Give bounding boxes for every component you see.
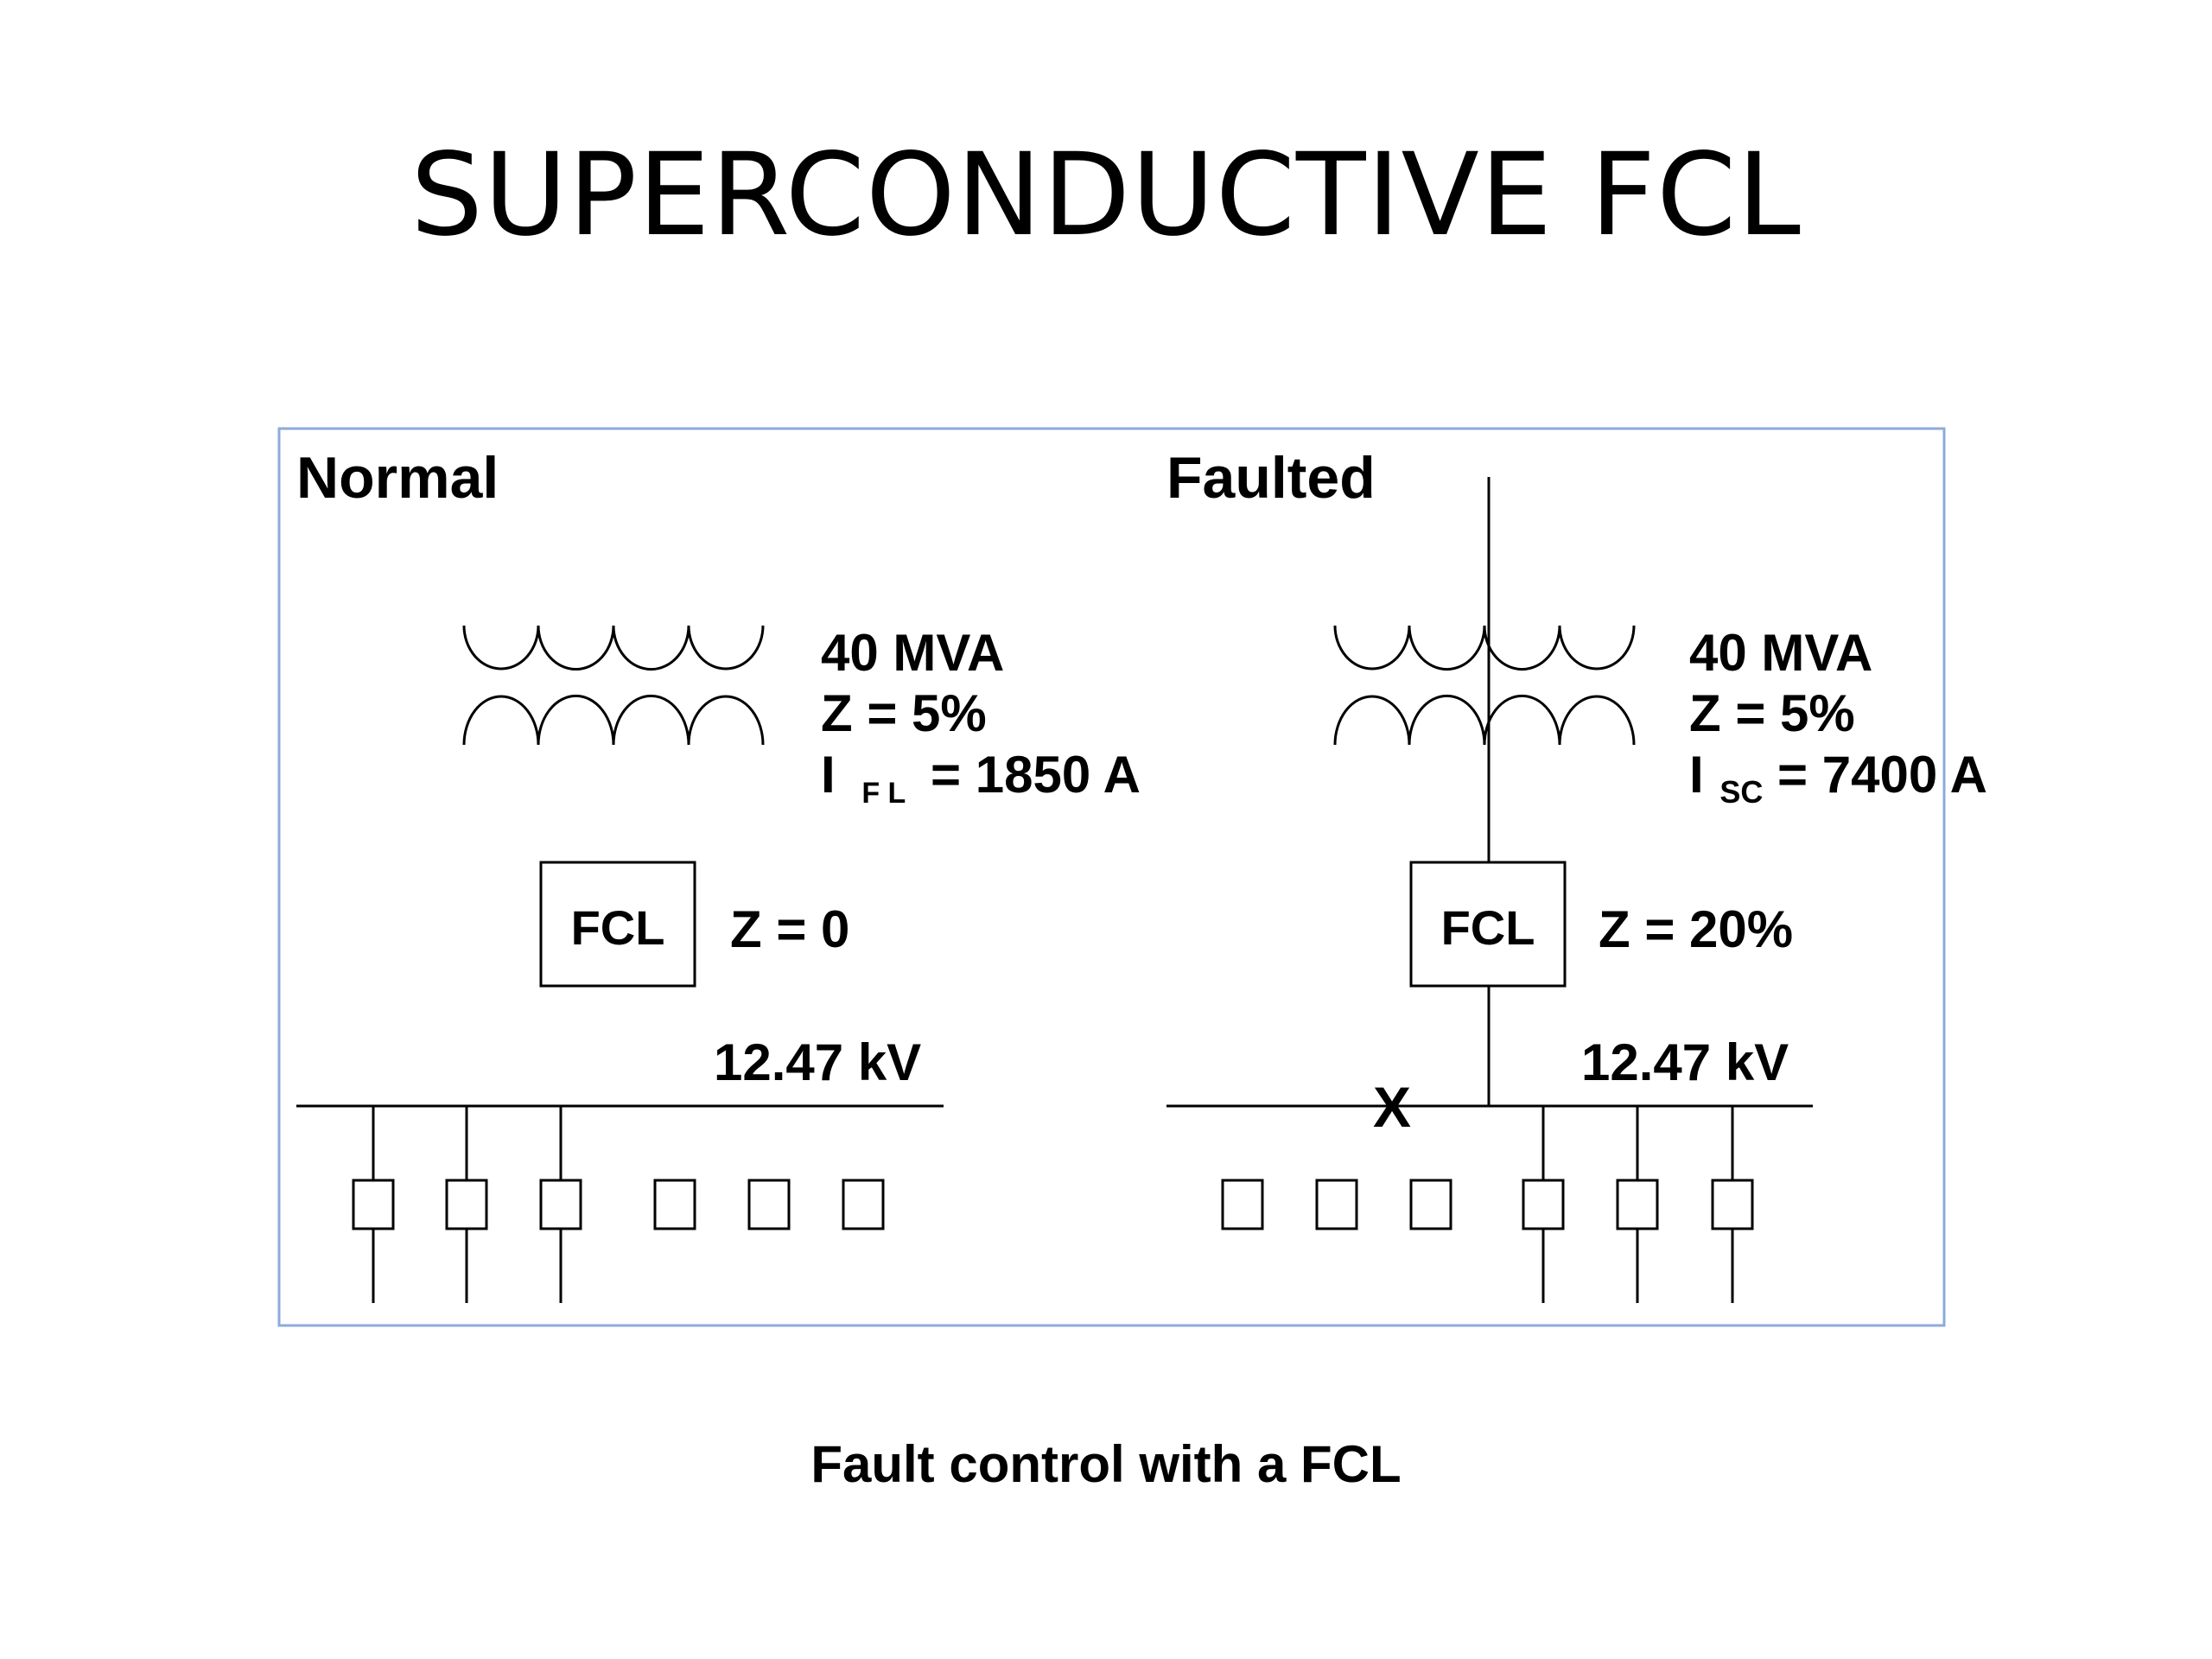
normal-spare-breaker [653,1179,696,1230]
normal-winding-secondary [462,694,765,746]
faulted-panel: Faulted 40 MVA Z = 5% I SC = 7400 A FCL … [1166,445,1987,1303]
faulted-spare-breaker [1315,1179,1358,1230]
normal-feeder-breaker [352,1179,395,1230]
faulted-current-symbol: I [1689,746,1704,804]
faulted-fcl-box [1409,861,1567,988]
faulted-winding-secondary [1333,694,1636,746]
diagram-frame [277,427,1946,1327]
faulted-spare-breakers [1221,1179,1452,1230]
normal-winding-primary [462,625,765,671]
faulted-feeder [1616,1106,1659,1303]
normal-panel: Normal 40 MVA Z = 5% I F L = 1850 A FCL … [296,445,1141,1303]
normal-spare-breakers [653,1179,885,1230]
normal-fcl-impedance: Z = 0 [730,900,849,958]
faulted-short-circuit-current: I SC = 7400 A [1689,746,1987,814]
normal-current-subscript: F L [861,777,906,810]
diagram-caption: Fault control with a FCL [810,1435,1402,1493]
normal-transformer-impedance: Z = 5% [821,684,987,742]
faulted-transformer-symbol [1333,625,1636,746]
normal-spare-breaker [842,1179,885,1230]
normal-spare-breaker [747,1179,791,1230]
normal-transformer-symbol [462,625,765,746]
slide-title: SUPERCONDUCTIVE FCL [410,129,1802,262]
faulted-feeder [1522,1106,1565,1303]
faulted-spare-breaker [1409,1179,1452,1230]
faulted-fcl-impedance: Z = 20% [1599,900,1793,958]
normal-fcl-box [539,861,696,988]
fault-marker: X [1373,1075,1411,1139]
faulted-current-subscript: SC [1719,774,1763,810]
faulted-bus-voltage: 12.47 kV [1581,1033,1789,1091]
normal-feeder [539,1106,582,1303]
normal-full-load-current: I F L = 1850 A [821,746,1141,814]
normal-feeders [352,1106,582,1303]
faulted-feeders [1522,1106,1754,1303]
normal-feeder [445,1106,488,1303]
faulted-transformer-rating: 40 MVA [1689,624,1872,682]
normal-current-value: = 1850 A [931,746,1141,804]
faulted-transformer-impedance: Z = 5% [1689,684,1855,742]
normal-feeder-breaker [445,1179,488,1230]
normal-current-symbol: I [821,746,836,804]
faulted-current-value: = 7400 A [1777,746,1987,804]
faulted-heading: Faulted [1166,445,1376,511]
normal-bus-voltage: 12.47 kV [714,1033,921,1091]
normal-feeder [352,1106,395,1303]
faulted-feeder [1711,1106,1754,1303]
faulted-fcl-label: FCL [1441,900,1535,955]
normal-feeder-breaker [539,1179,582,1230]
faulted-feeder-breaker [1711,1179,1754,1230]
faulted-feeder-breaker [1616,1179,1659,1230]
normal-transformer-rating: 40 MVA [821,624,1004,682]
faulted-winding-primary [1333,625,1636,671]
normal-heading: Normal [296,445,499,511]
faulted-spare-breaker [1221,1179,1264,1230]
normal-fcl-label: FCL [571,900,665,955]
faulted-feeder-breaker [1522,1179,1565,1230]
